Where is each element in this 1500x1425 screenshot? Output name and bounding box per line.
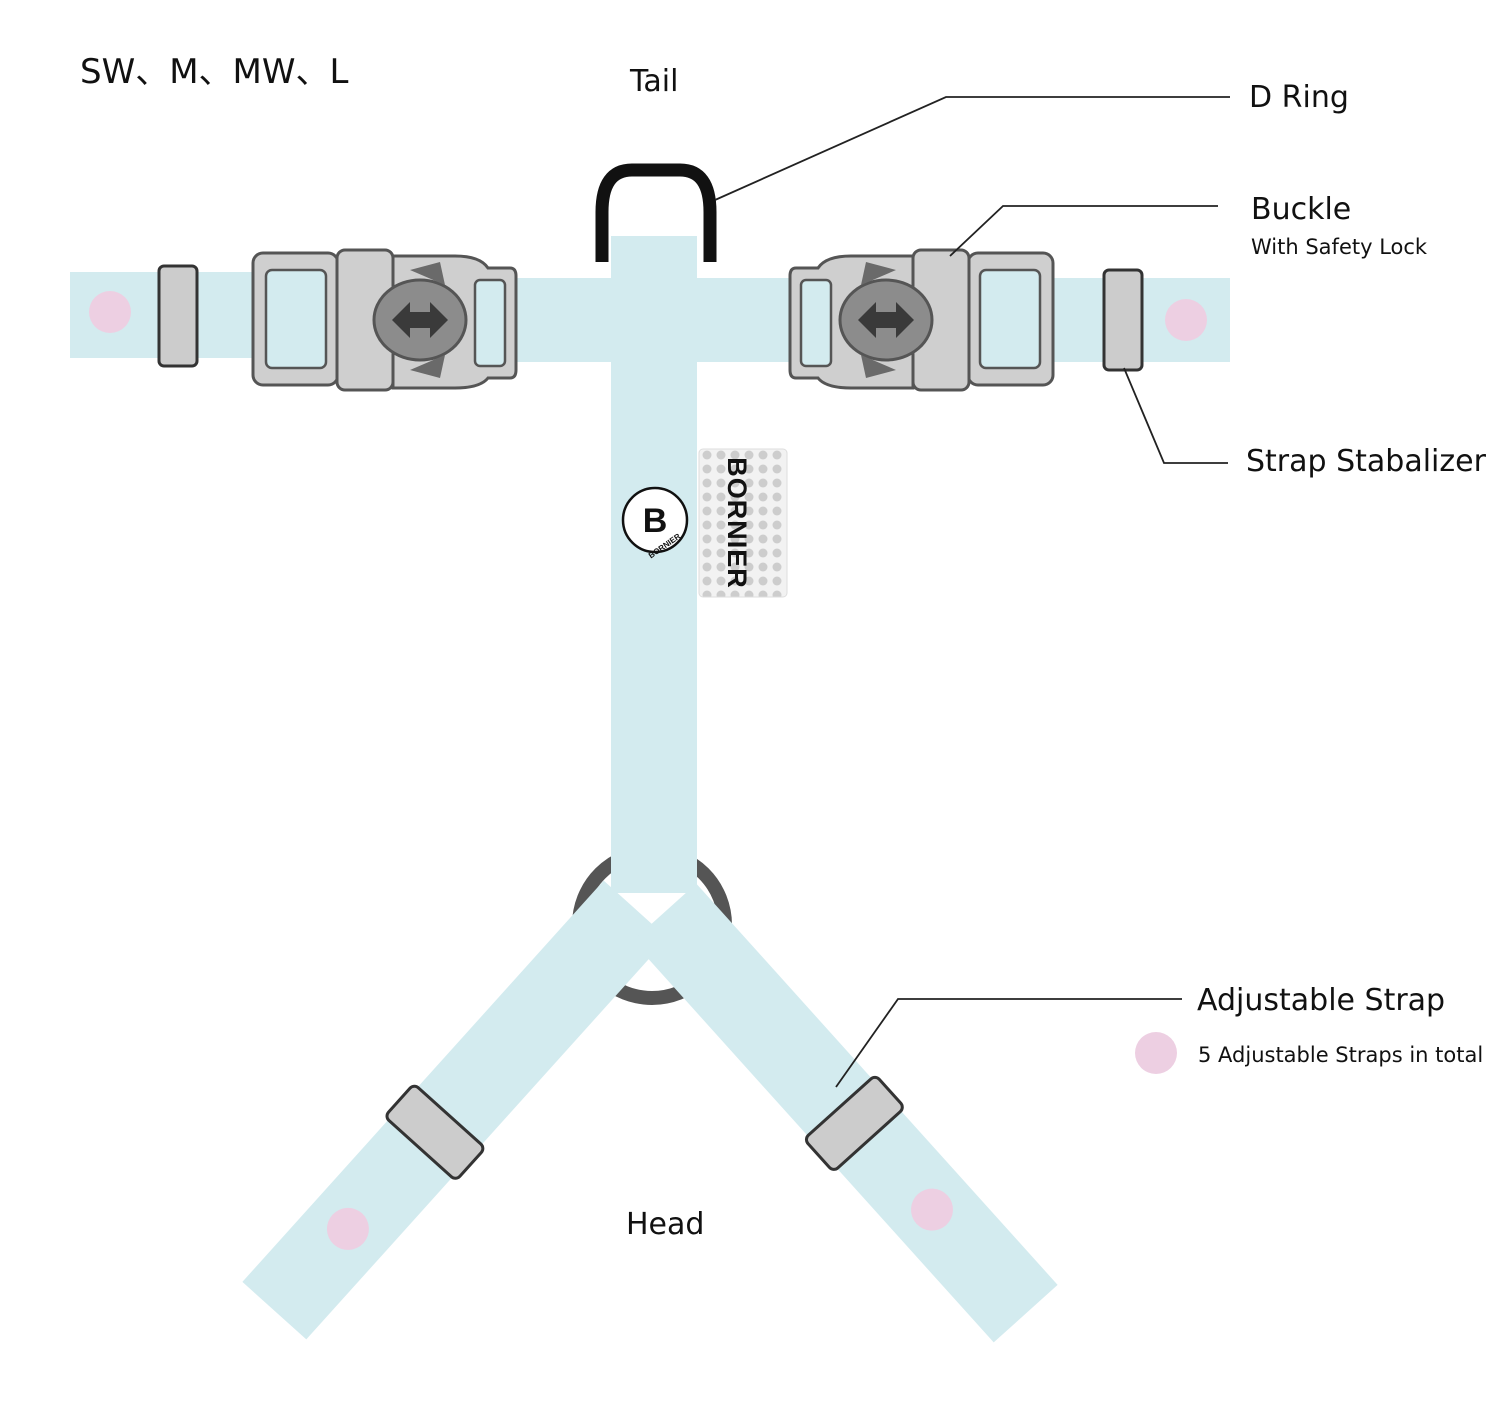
strap-stabilizer <box>804 1075 904 1171</box>
spine-strap <box>611 236 697 893</box>
adjustment-dot <box>89 291 131 333</box>
tag-text: BORNIER <box>722 457 752 589</box>
reflective-tag: BORNIER <box>698 448 788 598</box>
adjustment-dot <box>326 1207 369 1250</box>
d-ring-label: D Ring <box>1249 80 1349 115</box>
logo-letter: B <box>643 502 668 540</box>
strap-stabilizer <box>157 264 199 368</box>
size-label: SW、M、MW、L <box>80 52 349 92</box>
buckle-leader-line <box>949 205 1218 257</box>
strap-stabilizer <box>1102 268 1144 372</box>
buckle-sublabel: With Safety Lock <box>1251 235 1428 259</box>
tail-label: Tail <box>630 64 679 99</box>
d-ring <box>595 163 717 262</box>
lower-right-strap <box>632 883 1058 1343</box>
lower-left-strap <box>242 880 668 1340</box>
brand-logo: B BORNIER <box>621 486 689 560</box>
adjustment-dot <box>910 1188 953 1231</box>
d-ring-leader-line <box>714 96 1230 201</box>
adjustment-dot <box>1165 299 1207 341</box>
right-buckle <box>788 248 1055 392</box>
legend-dot <box>1135 1032 1177 1074</box>
adjustable-strap-note: 5 Adjustable Straps in total <box>1198 1043 1484 1067</box>
strap-stabilizer <box>385 1084 485 1180</box>
head-label: Head <box>626 1207 705 1242</box>
adjustable-strap-leader-line <box>835 998 1182 1088</box>
strap-stabalizer-leader-line <box>1123 367 1228 464</box>
adjustable-strap-label: Adjustable Strap <box>1197 983 1446 1018</box>
buckle-label: Buckle <box>1251 192 1352 227</box>
strap-stabalizer-label: Strap Stabalizer <box>1246 444 1486 479</box>
left-buckle <box>251 248 518 392</box>
